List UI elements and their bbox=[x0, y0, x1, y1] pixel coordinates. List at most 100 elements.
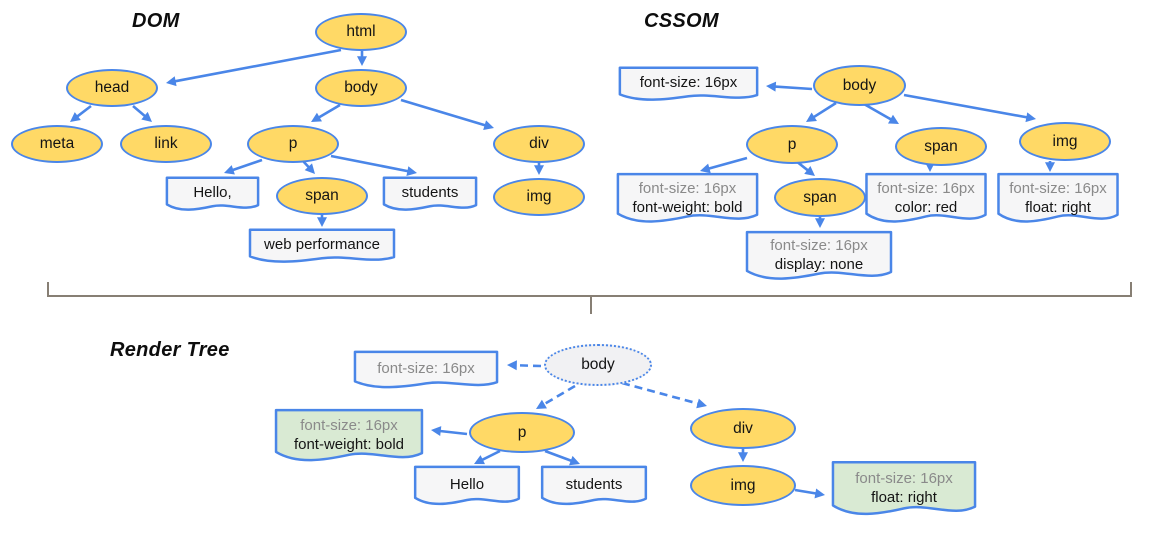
arrow-head bbox=[738, 452, 748, 462]
rule-line: font-weight: bold bbox=[293, 436, 405, 453]
arrow-head bbox=[766, 81, 777, 92]
cssom-rule-body: font-size: 16px bbox=[617, 67, 760, 104]
rule-line: font-size: 16px bbox=[770, 237, 868, 254]
arrow-head bbox=[507, 360, 517, 371]
node-label: html bbox=[346, 23, 376, 40]
cssom-title: CSSOM bbox=[644, 10, 719, 32]
render-style-img: font-size: 16px float: right bbox=[830, 461, 978, 521]
dom-textnode-students: students bbox=[382, 177, 478, 214]
node-label: span bbox=[803, 188, 837, 206]
arrow-head bbox=[431, 426, 442, 437]
arrow-head bbox=[536, 399, 547, 409]
arrow-head bbox=[483, 120, 494, 130]
render-textnode-hello: Hello bbox=[413, 466, 521, 509]
document-shape bbox=[830, 461, 978, 521]
document-shape bbox=[413, 466, 521, 509]
arrow-line bbox=[544, 449, 573, 463]
rule-line: font-size: 16px bbox=[377, 360, 475, 377]
arrow-head bbox=[804, 166, 815, 176]
dom-node-span: span bbox=[276, 177, 368, 215]
rule-line: font-size: 16px bbox=[877, 179, 975, 197]
arrow-head bbox=[224, 165, 235, 175]
textnode-label: Hello bbox=[449, 476, 485, 493]
render-textnode-students: students bbox=[540, 466, 648, 509]
arrow-head bbox=[141, 111, 152, 122]
arrow-line bbox=[708, 156, 748, 170]
dom-node-link: link bbox=[120, 125, 212, 163]
arrow-head bbox=[1025, 112, 1036, 123]
node-label: p bbox=[288, 135, 298, 152]
node-label: body bbox=[344, 79, 378, 96]
rule-line: font-size: 16px bbox=[638, 179, 737, 197]
node-label: head bbox=[94, 79, 130, 96]
dom-node-html: html bbox=[315, 13, 407, 51]
cssom-node-span: span bbox=[895, 127, 987, 166]
arrow-line bbox=[232, 158, 263, 172]
document-shape bbox=[352, 351, 500, 392]
rule-line: font-size: 16px bbox=[855, 470, 953, 487]
arrow-line bbox=[812, 101, 837, 119]
render-node-div: div bbox=[690, 408, 796, 449]
node-label: img bbox=[730, 476, 756, 494]
node-label: div bbox=[529, 135, 549, 152]
arrow-line bbox=[543, 384, 576, 406]
node-label: div bbox=[733, 419, 753, 437]
document-shape bbox=[617, 67, 760, 104]
node-label: span bbox=[305, 187, 339, 204]
node-label: span bbox=[924, 137, 958, 155]
arrow-line bbox=[76, 104, 92, 118]
dom-node-body: body bbox=[315, 69, 407, 107]
dom-node-img: img bbox=[493, 178, 585, 216]
arrow-line bbox=[774, 85, 813, 91]
arrow-head bbox=[304, 163, 315, 174]
render-node-p: p bbox=[469, 412, 575, 453]
arrow-head bbox=[814, 488, 825, 499]
arrow-head bbox=[806, 112, 817, 122]
arrow-head bbox=[569, 455, 580, 466]
arrow-line bbox=[794, 488, 817, 495]
render-node-body: body bbox=[544, 344, 652, 386]
dom-node-div: div bbox=[493, 125, 585, 163]
arrow-head bbox=[166, 76, 177, 87]
arrow-head bbox=[1045, 162, 1055, 172]
arrow-line bbox=[132, 105, 146, 118]
dom-node-p: p bbox=[247, 125, 339, 163]
arrow-line bbox=[330, 154, 409, 173]
arrow-head bbox=[357, 56, 367, 66]
rule-line: float: right bbox=[871, 489, 937, 506]
arrow-head bbox=[406, 166, 417, 176]
cssom-node-body: body bbox=[813, 65, 906, 106]
document-shape bbox=[864, 173, 988, 228]
cssom-node-img: img bbox=[1019, 122, 1111, 161]
rule-line: color: red bbox=[894, 198, 958, 216]
merge-bracket bbox=[47, 282, 1132, 314]
render-node-img: img bbox=[690, 465, 796, 506]
dom-textnode-hello: Hello, bbox=[165, 177, 260, 214]
arrow-head bbox=[696, 398, 707, 409]
document-shape bbox=[273, 409, 425, 467]
document-shape bbox=[744, 231, 894, 285]
arrow-head bbox=[70, 112, 81, 122]
node-label: body bbox=[581, 356, 615, 373]
rule-line: font-size: 16px bbox=[1009, 179, 1107, 197]
node-label: img bbox=[526, 188, 552, 205]
node-label: p bbox=[517, 423, 527, 441]
document-shape bbox=[382, 177, 478, 214]
dom-node-head: head bbox=[66, 69, 158, 107]
arrow-head bbox=[888, 114, 899, 124]
arrow-line bbox=[863, 102, 892, 121]
arrow-head bbox=[474, 455, 485, 465]
arrow-line bbox=[318, 103, 341, 119]
dom-node-meta: meta bbox=[11, 125, 103, 163]
textnode-label: students bbox=[565, 476, 623, 493]
arrow-line bbox=[621, 381, 699, 405]
node-label: body bbox=[842, 76, 877, 94]
document-shape bbox=[615, 173, 760, 228]
arrow-head bbox=[311, 112, 322, 122]
rule-line: font-weight: bold bbox=[632, 198, 743, 216]
dom-textnode-web-performance: web performance bbox=[247, 229, 397, 266]
